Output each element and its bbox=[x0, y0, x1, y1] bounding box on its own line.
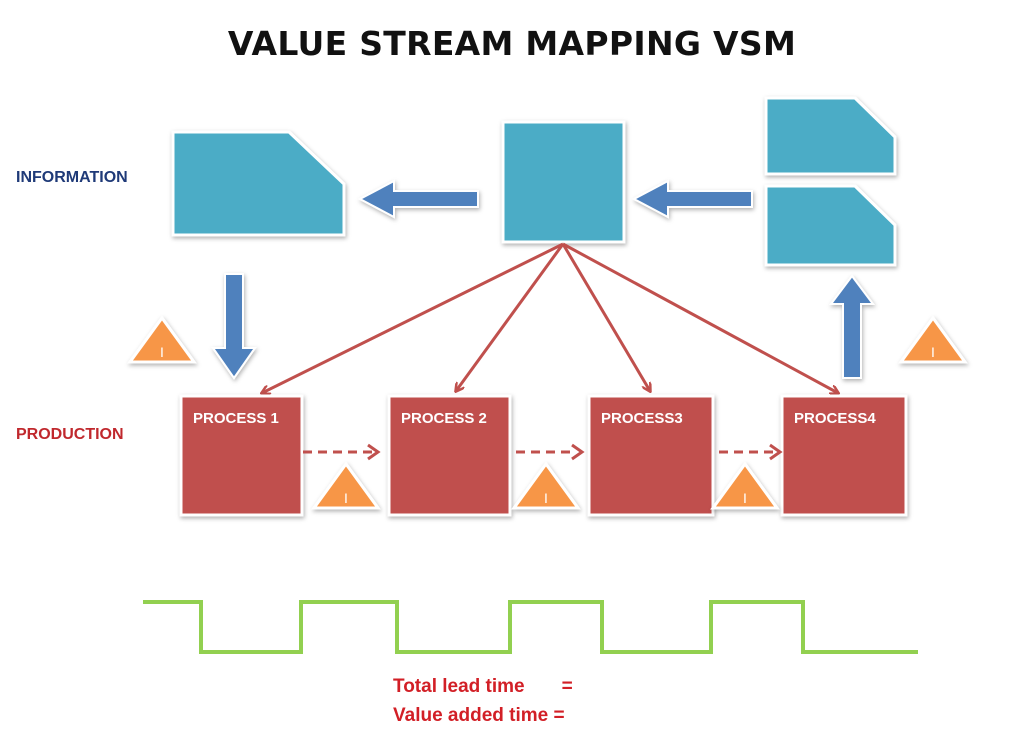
process-3-label: PROCESS3 bbox=[601, 410, 683, 427]
svg-text:I: I bbox=[931, 344, 935, 360]
svg-text:I: I bbox=[344, 490, 348, 506]
schedule-arrow-process3 bbox=[561, 243, 650, 391]
process-4-box bbox=[780, 394, 908, 517]
inventory-triangle-icon: I bbox=[311, 461, 381, 510]
info-arrow-left-1 bbox=[357, 179, 479, 219]
production-control-box bbox=[501, 120, 626, 244]
process-4-label: PROCESS4 bbox=[794, 410, 876, 427]
supplier-document-top bbox=[764, 96, 897, 176]
info-arrow-up bbox=[829, 274, 875, 379]
svg-text:I: I bbox=[544, 490, 548, 506]
push-arrowhead-1 bbox=[367, 443, 381, 461]
info-arrow-down bbox=[211, 273, 257, 380]
inventory-triangle-icon: I bbox=[127, 315, 197, 364]
svg-text:I: I bbox=[160, 344, 164, 360]
customer-document-shape bbox=[171, 130, 346, 237]
information-lane-label: INFORMATION bbox=[16, 169, 128, 186]
schedule-arrow-process1 bbox=[262, 242, 564, 393]
page-title: VALUE STREAM MAPPING VSM bbox=[227, 24, 797, 63]
info-arrow-left-2 bbox=[631, 179, 753, 219]
supplier-document-bottom bbox=[764, 184, 897, 267]
inventory-triangle-icon: I bbox=[710, 461, 780, 510]
process-1-label: PROCESS 1 bbox=[193, 410, 279, 427]
schedule-arrow-process2 bbox=[456, 243, 565, 391]
inventory-triangle-icon: I bbox=[898, 315, 968, 364]
value-added-time-label: Value added time = bbox=[393, 705, 565, 726]
total-lead-time-label: Total lead time = bbox=[393, 676, 573, 697]
schedule-arrow-process4 bbox=[562, 242, 838, 393]
push-arrowhead-3 bbox=[769, 443, 783, 461]
inventory-triangle-icon: I bbox=[511, 461, 581, 510]
timeline-ladder bbox=[143, 600, 918, 654]
process-2-box bbox=[387, 394, 512, 517]
process-2-label: PROCESS 2 bbox=[401, 410, 487, 427]
inventory-triangles: I I I I I bbox=[127, 315, 968, 510]
process-1-box bbox=[179, 394, 304, 517]
process-3-box bbox=[587, 394, 715, 517]
schedule-arrows bbox=[262, 242, 838, 393]
push-arrowhead-2 bbox=[571, 443, 585, 461]
production-lane-label: PRODUCTION bbox=[16, 426, 124, 443]
svg-text:I: I bbox=[743, 490, 747, 506]
